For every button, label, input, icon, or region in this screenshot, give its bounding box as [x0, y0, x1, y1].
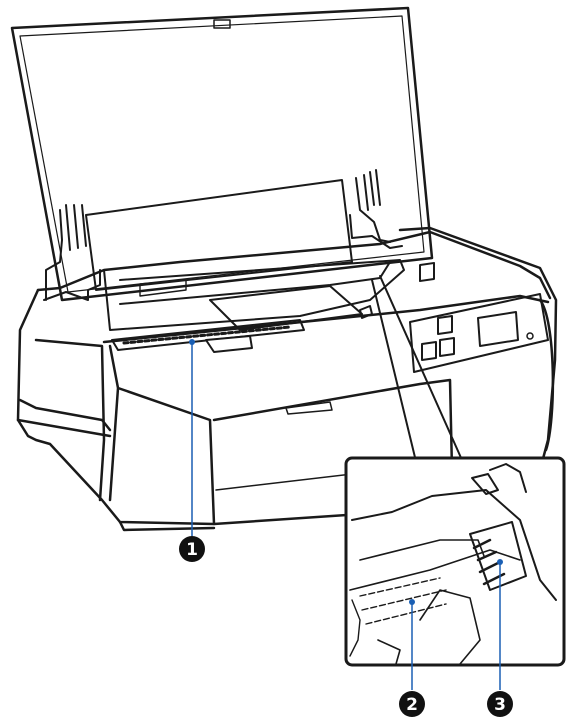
cover-support-left: [43, 204, 101, 301]
callout-1-label: 1: [186, 540, 198, 560]
callout-pointers: [191, 342, 501, 690]
callout-3-label: 3: [494, 695, 506, 715]
callout-1: 1: [179, 536, 205, 562]
printer-inner-opening: [103, 259, 405, 331]
callout-pointer-dots: [189, 339, 503, 605]
detail-inset: [344, 456, 566, 667]
printer-body: [16, 226, 558, 532]
callout-2: 2: [399, 691, 425, 717]
callout-leader-lines: [371, 275, 463, 479]
printer-top-cover: [10, 6, 434, 302]
control-panel: [409, 261, 549, 373]
paper-guide: [111, 319, 305, 353]
cover-support-right: [349, 169, 403, 249]
paper-support: [85, 179, 353, 291]
callout-2-label: 2: [406, 695, 418, 715]
callout-3: 3: [487, 691, 513, 717]
